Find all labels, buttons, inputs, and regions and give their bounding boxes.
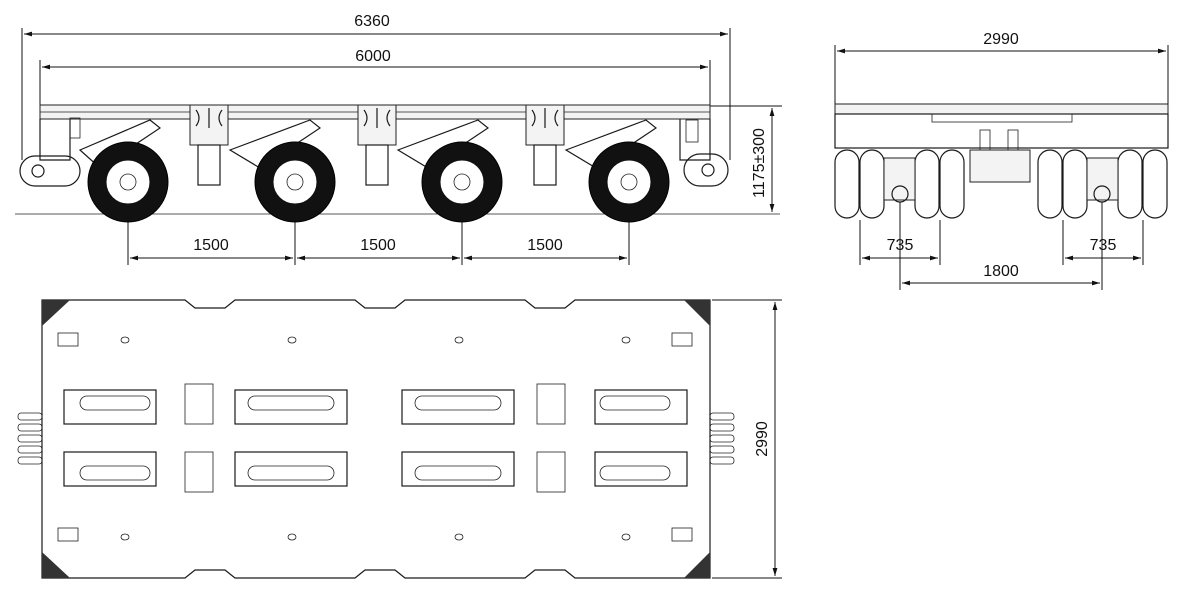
swing-arm-4: [564, 119, 658, 169]
swing-arm-3: [396, 119, 490, 169]
end-tire-r2: [1062, 149, 1088, 219]
dim-axle-spacing-2: 1500: [360, 237, 396, 254]
side-view: 6360 6000 1175±300: [15, 13, 782, 265]
dim-height: 1175±300: [751, 128, 768, 198]
plan-slot: [234, 451, 348, 487]
end-frame: [834, 113, 1169, 149]
plan-slot: [63, 389, 157, 425]
end-tire-r1: [1037, 149, 1063, 219]
swing-arm-2: [228, 119, 322, 169]
plan-slot: [594, 451, 688, 487]
plan-view: 2990: [17, 299, 782, 579]
front-drawbar: [19, 155, 81, 187]
end-center-unit: [969, 149, 1031, 183]
end-tire-r4: [1142, 149, 1168, 219]
end-tire-l4: [939, 149, 965, 219]
end-tire-r3: [1117, 149, 1143, 219]
side-front-end: [39, 119, 71, 161]
dim-end-track: 1800: [983, 263, 1019, 280]
plan-slot: [63, 451, 157, 487]
plan-slot: [594, 389, 688, 425]
side-wheel-1: [87, 141, 169, 223]
end-deck: [834, 103, 1169, 115]
plan-slot: [401, 451, 515, 487]
dim-axle-spacing-3: 1500: [527, 237, 563, 254]
side-rear-end: [679, 119, 711, 161]
suspension-bracket-1: [189, 104, 229, 186]
dim-end-right-pair: 735: [1090, 237, 1117, 254]
plan-corner-br: [684, 552, 710, 578]
end-view: 2990 735 735: [834, 31, 1169, 290]
side-wheel-4: [588, 141, 670, 223]
rear-drawbar: [683, 153, 729, 187]
side-wheel-2: [254, 141, 336, 223]
dim-frame-length: 6000: [355, 48, 391, 65]
plan-outline: [41, 299, 711, 579]
dim-end-width: 2990: [983, 31, 1019, 48]
plan-connector-right: [709, 412, 735, 465]
plan-slot: [401, 389, 515, 425]
side-wheel-3: [421, 141, 503, 223]
dim-plan-width: 2990: [754, 421, 771, 457]
end-tire-l2: [859, 149, 885, 219]
plan-corner-tl: [42, 300, 70, 326]
suspension-bracket-2: [357, 104, 397, 186]
dim-axle-spacing-1: 1500: [193, 237, 229, 254]
plan-corner-tr: [684, 300, 710, 326]
plan-corner-bl: [42, 552, 70, 578]
plan-connector-left: [17, 412, 43, 465]
dim-overall-length: 6360: [354, 13, 390, 30]
end-tire-l1: [834, 149, 860, 219]
end-tire-l3: [914, 149, 940, 219]
suspension-bracket-3: [525, 104, 565, 186]
plan-slot: [234, 389, 348, 425]
